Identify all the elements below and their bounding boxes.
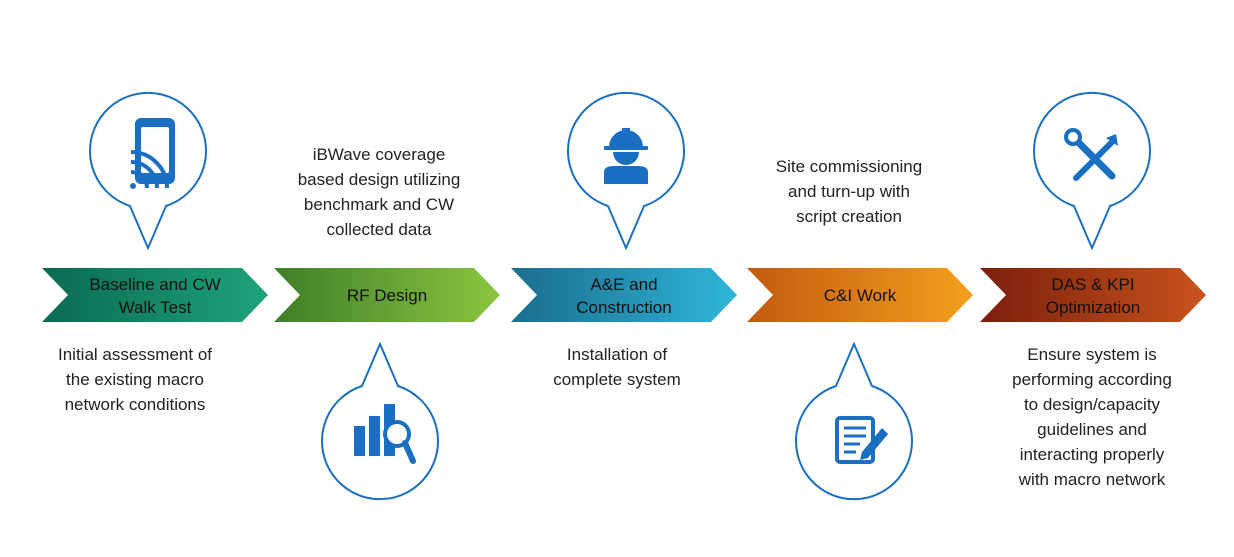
step-3-label: A&E and Construction: [576, 274, 672, 317]
chevron-step-2: [274, 268, 500, 322]
chevron-step-4: [747, 268, 973, 322]
step-2-label: RF Design: [346, 286, 428, 305]
chevron-step-3: [511, 268, 737, 322]
step-1-label: Baseline and CW Walk Test: [89, 274, 221, 317]
chevron-step-5: [980, 268, 1206, 322]
step-4-description: Site commissioning and turn-up with scri…: [775, 157, 923, 226]
step-5-description: Ensure system is performing according to…: [1012, 345, 1172, 489]
chevron-step-1: [42, 268, 268, 322]
pin-step-2: [321, 341, 439, 501]
document-pencil-icon: [835, 416, 888, 464]
step-3-description: Installation of complete system: [553, 345, 681, 389]
chart-magnifier-icon: [354, 404, 416, 464]
step-4-label: C&I Work: [823, 286, 897, 305]
step-5-label: DAS & KPI Optimization: [1045, 274, 1141, 317]
tools-icon: [1064, 128, 1118, 181]
phone-signal-icon: [130, 118, 175, 189]
construction-worker-icon: [604, 128, 648, 184]
pin-step-5: [1033, 91, 1151, 251]
step-2-description: iBWave coverage based design utilizing b…: [297, 145, 461, 239]
step-1-description: Initial assessment of the existing macro…: [57, 345, 212, 414]
